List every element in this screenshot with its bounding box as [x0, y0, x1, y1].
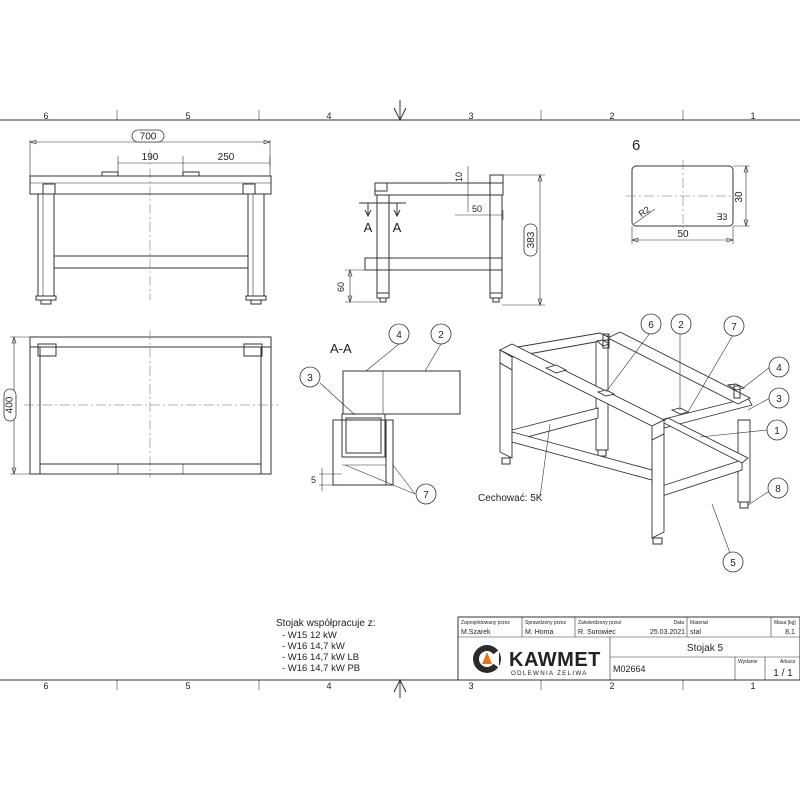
detail-6-plate: 6 30 50 R2 ∃3 [626, 137, 750, 244]
front-view: 700 190 250 [29, 129, 272, 305]
balloon-sec-7: 7 [423, 490, 429, 501]
section-mark-right: A [393, 220, 402, 235]
balloon-iso-4: 4 [776, 363, 782, 374]
balloon-iso-6: 6 [648, 320, 654, 331]
section-mark-left: A [364, 220, 373, 235]
zone-bottom-4: 4 [326, 681, 331, 691]
zone-bottom-2: 2 [609, 681, 614, 691]
tb-header-approved: Zatwierdzony przez [578, 620, 622, 626]
compat-item: - W16 14,7 kW [282, 641, 345, 652]
balloon-sec-4: 4 [396, 330, 402, 341]
compat-title: Stojak współpracuje z: [276, 618, 376, 629]
balloon-sec-3: 3 [307, 373, 313, 384]
tb-approved: R. Surowiec [578, 629, 616, 636]
tb-header-date: Data [673, 620, 684, 626]
center-mark-top [393, 100, 407, 122]
tb-header-edition: Wydanie [738, 659, 758, 665]
compat-item: - W16 14,7 kW PB [282, 663, 360, 674]
detail-number: 6 [632, 137, 640, 154]
section-title: A-A [330, 341, 352, 356]
dim-width-700: 700 [140, 132, 157, 143]
dim-depth-400: 400 [5, 396, 16, 413]
dim-thickness: ∃3 [717, 212, 728, 222]
tb-mass: 8,1 [785, 629, 795, 636]
dim-60: 60 [336, 282, 346, 292]
balloon-iso-8: 8 [775, 484, 781, 495]
kawmet-logo: KAWMET ODLEWNIA ŻELIWA [473, 645, 601, 677]
tb-date: 25.03.2021 [650, 629, 685, 636]
balloon-iso-7: 7 [731, 322, 737, 333]
compatibility-notes: Stojak współpracuje z: - W15 12 kW - W16… [276, 618, 376, 674]
title-block: Zaprojektowany przez Sprawdzony przez Za… [457, 616, 800, 681]
compat-item: - W15 12 kW [282, 630, 337, 641]
tb-header-mass: Masa [kg] [774, 620, 796, 626]
zone-numbers-top: 6 5 4 3 2 1 [43, 111, 755, 121]
tb-header-checked: Sprawdzony przez [525, 620, 567, 626]
dim-radius: R2 [637, 204, 652, 219]
balloon-iso-2: 2 [678, 320, 684, 331]
balloon-sec-2: 2 [438, 330, 444, 341]
compat-item: - W16 14,7 kW LB [282, 652, 359, 663]
dim-plate-30: 30 [734, 191, 745, 203]
dim-250: 250 [218, 152, 235, 163]
center-mark-bottom [393, 678, 407, 698]
zone-bottom-3: 3 [468, 681, 473, 691]
tb-part-name: Stojak 5 [687, 643, 724, 654]
balloon-iso-3: 3 [776, 394, 782, 405]
note-cechowac: Cechować: 5K [478, 493, 543, 504]
balloon-iso-1: 1 [774, 426, 780, 437]
tb-sheet: 1 / 1 [773, 668, 793, 679]
balloon-iso-5: 5 [730, 558, 736, 569]
isometric-view: 6 2 7 4 3 1 8 5 Cechować: 5K [478, 313, 790, 573]
zone-top-2: 2 [609, 111, 614, 121]
top-view: 400 [3, 330, 278, 478]
zone-bottom-1: 1 [750, 681, 755, 691]
dim-plate-50: 50 [677, 229, 689, 240]
zone-bottom-6: 6 [43, 681, 48, 691]
brand-name: KAWMET [509, 649, 601, 671]
tb-designed: M.Szarek [461, 629, 491, 636]
tb-checked: M. Homa [525, 629, 554, 636]
zone-numbers-bottom: 6 5 4 3 2 1 [43, 681, 755, 691]
zone-top-3: 3 [468, 111, 473, 121]
tb-material: stal [690, 629, 701, 636]
dim-10: 10 [454, 172, 464, 182]
dim-gap-5: 5 [311, 475, 316, 485]
tb-header-sheet: Arkusz [780, 659, 796, 665]
dim-50-side: 50 [472, 204, 482, 214]
zone-bottom-5: 5 [185, 681, 190, 691]
section-a-a: A-A 5 4 2 3 7 [299, 323, 461, 505]
side-view: A A 10 50 383 60 [336, 166, 545, 306]
brand-subtitle: ODLEWNIA ŻELIWA [511, 670, 588, 677]
dim-height-383: 383 [526, 231, 537, 248]
zone-top-6: 6 [43, 111, 48, 121]
tb-header-material: Materiał [690, 620, 709, 626]
zone-top-5: 5 [185, 111, 190, 121]
zone-top-1: 1 [750, 111, 755, 121]
tb-code: M02664 [613, 664, 646, 674]
zone-top-4: 4 [326, 111, 331, 121]
tb-header-designed: Zaprojektowany przez [461, 620, 510, 626]
